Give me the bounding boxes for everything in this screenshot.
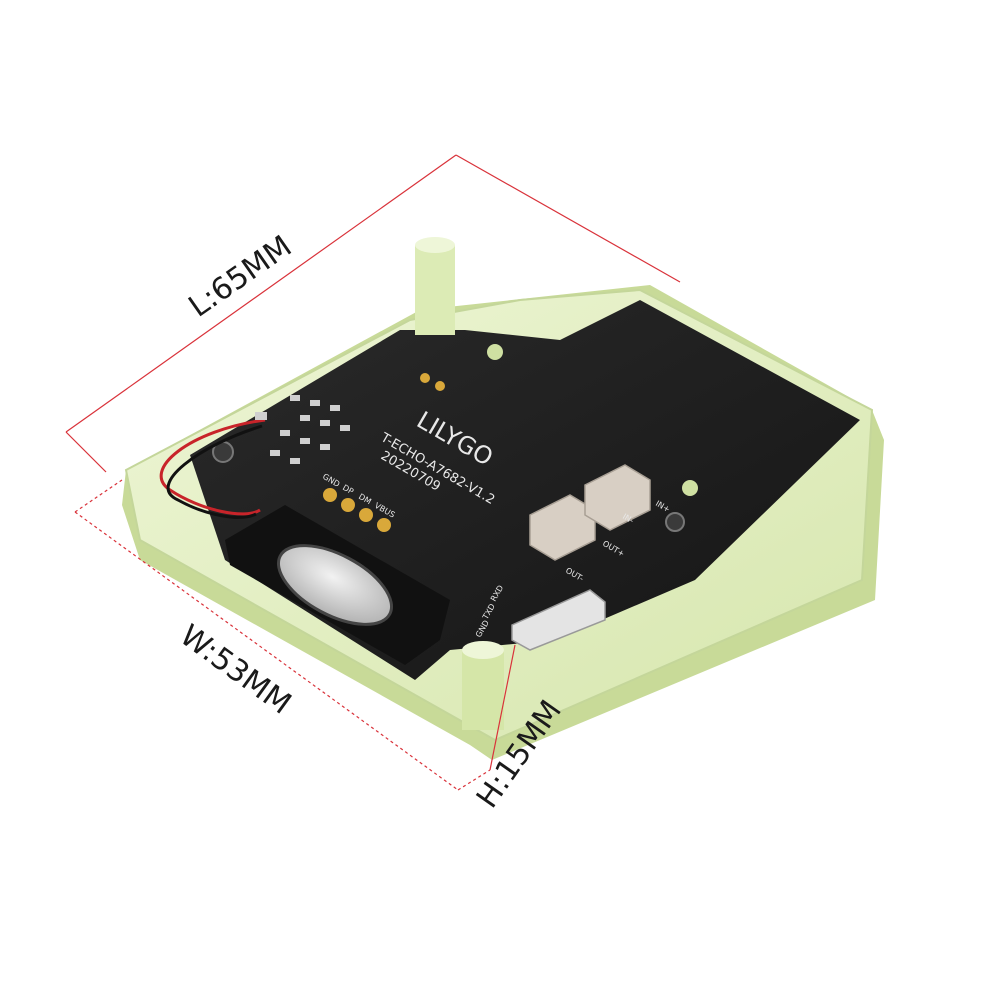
width-dimension-line xyxy=(74,479,491,791)
height-dimension-line xyxy=(489,644,516,771)
speaker xyxy=(225,505,450,665)
fpc-connector xyxy=(511,589,606,651)
standoff-post-bottom xyxy=(462,641,504,730)
mount-screw xyxy=(665,512,685,532)
jst-connector-2 xyxy=(584,464,651,531)
gold-pads xyxy=(323,373,445,532)
length-dimension-line xyxy=(65,154,681,473)
speaker-wires xyxy=(159,418,266,519)
smd-components xyxy=(255,395,350,464)
length-label: L:65MM xyxy=(183,229,299,325)
mount-hole xyxy=(682,480,698,496)
jst-connector-1 xyxy=(529,494,596,561)
standoff-post-top xyxy=(415,237,455,335)
mount-hole xyxy=(487,344,503,360)
